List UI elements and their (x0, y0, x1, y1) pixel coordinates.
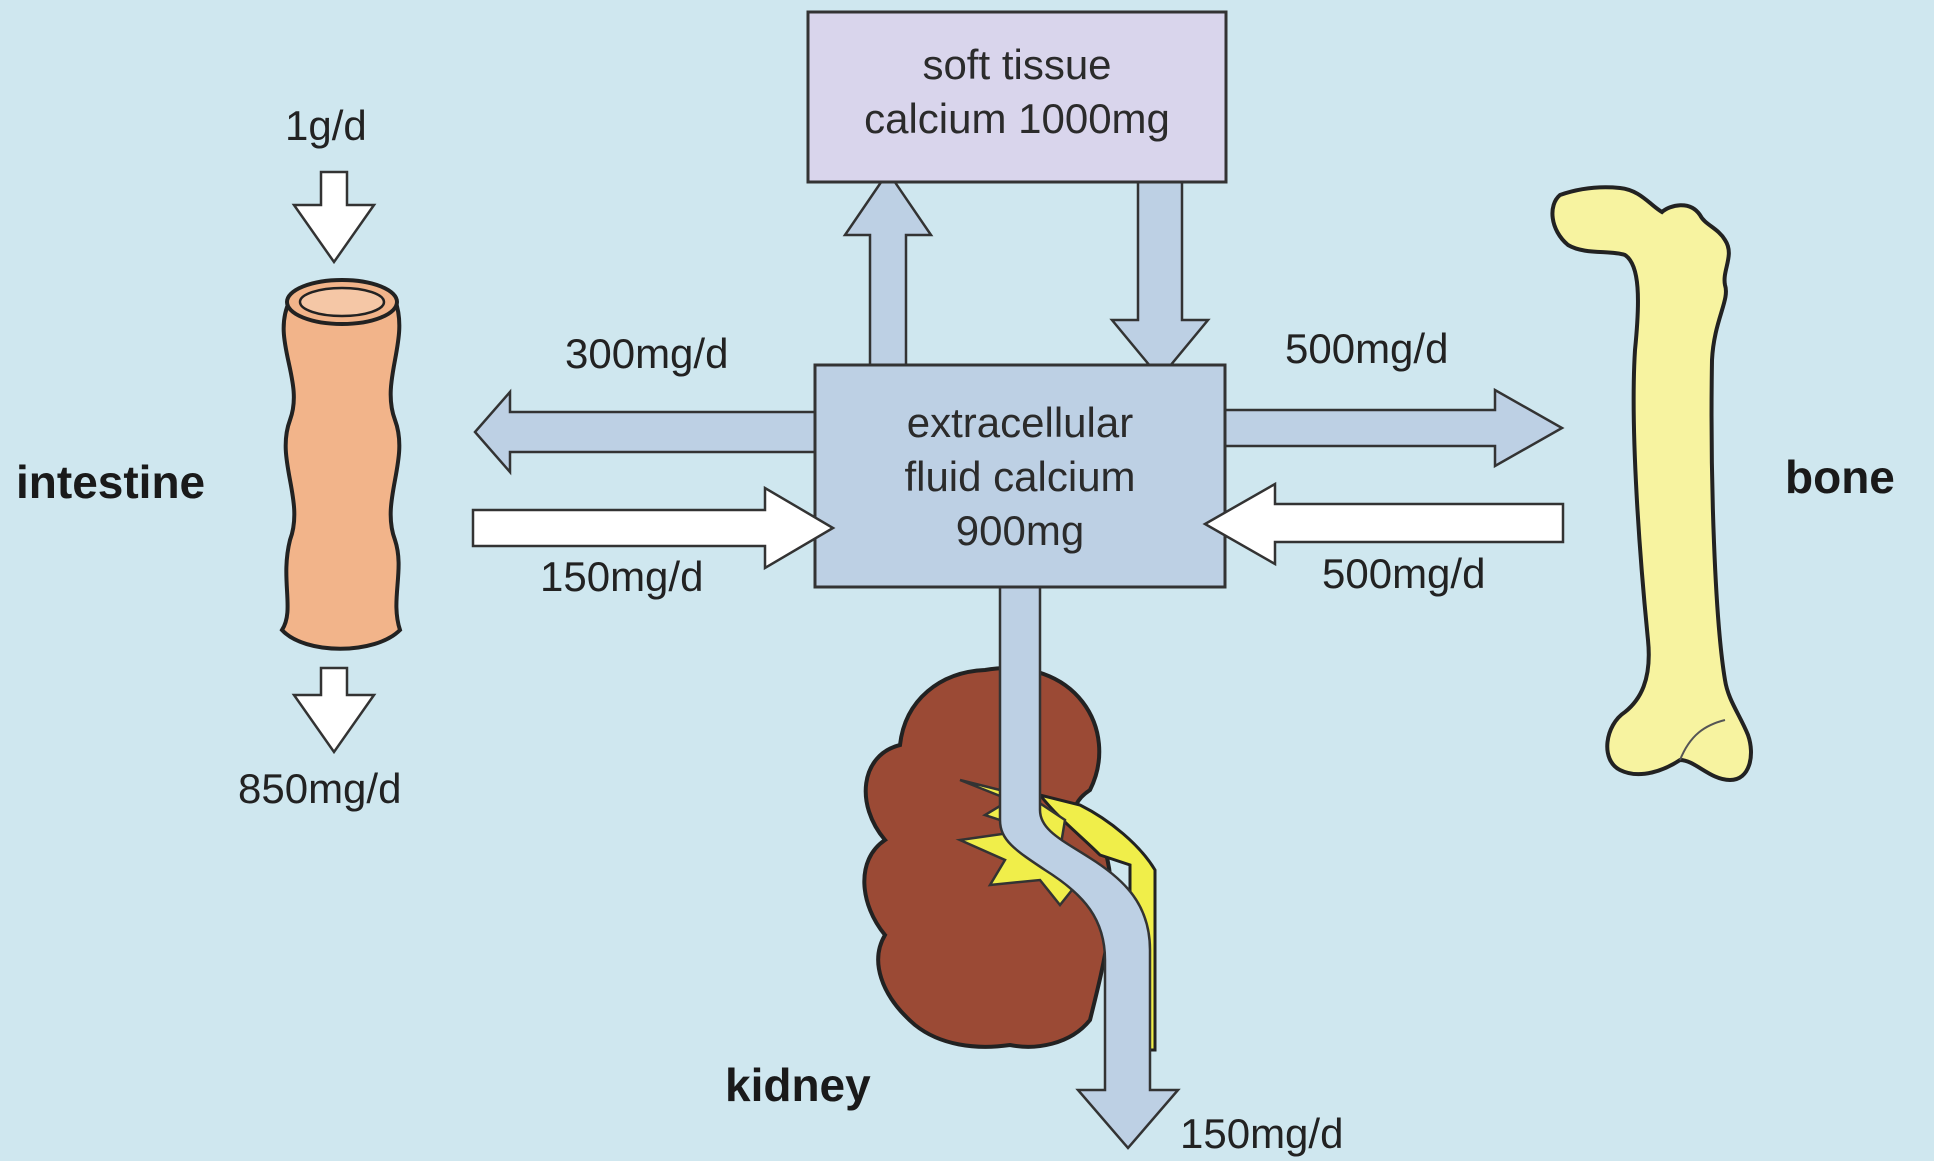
bone-label: bone (1785, 450, 1895, 504)
intestine-label: intestine (16, 455, 205, 509)
intake-flow-label: 1g/d (285, 102, 367, 150)
intestine-tube (282, 300, 400, 649)
bone-to-ecf-label: 500mg/d (1322, 550, 1485, 598)
intestine-lumen (300, 288, 384, 316)
intestine-illustration (282, 280, 400, 649)
kidney-label: kidney (725, 1058, 871, 1112)
ecf-line1: extracellular (815, 396, 1225, 450)
ecf-to-intestine-label: 300mg/d (565, 330, 728, 378)
ecf-line2: fluid calcium (815, 450, 1225, 504)
ecf-label: extracellular fluid calcium 900mg (815, 396, 1225, 558)
intestine-to-ecf-label: 150mg/d (540, 553, 703, 601)
soft-tissue-line1: soft tissue (808, 38, 1226, 92)
ecf-line3: 900mg (815, 504, 1225, 558)
urinary-excretion-label: 150mg/d (1180, 1110, 1343, 1158)
ecf-to-bone-label: 500mg/d (1285, 325, 1448, 373)
fecal-excretion-label: 850mg/d (238, 765, 401, 813)
soft-tissue-line2: calcium 1000mg (808, 92, 1226, 146)
soft-tissue-label: soft tissue calcium 1000mg (808, 38, 1226, 146)
